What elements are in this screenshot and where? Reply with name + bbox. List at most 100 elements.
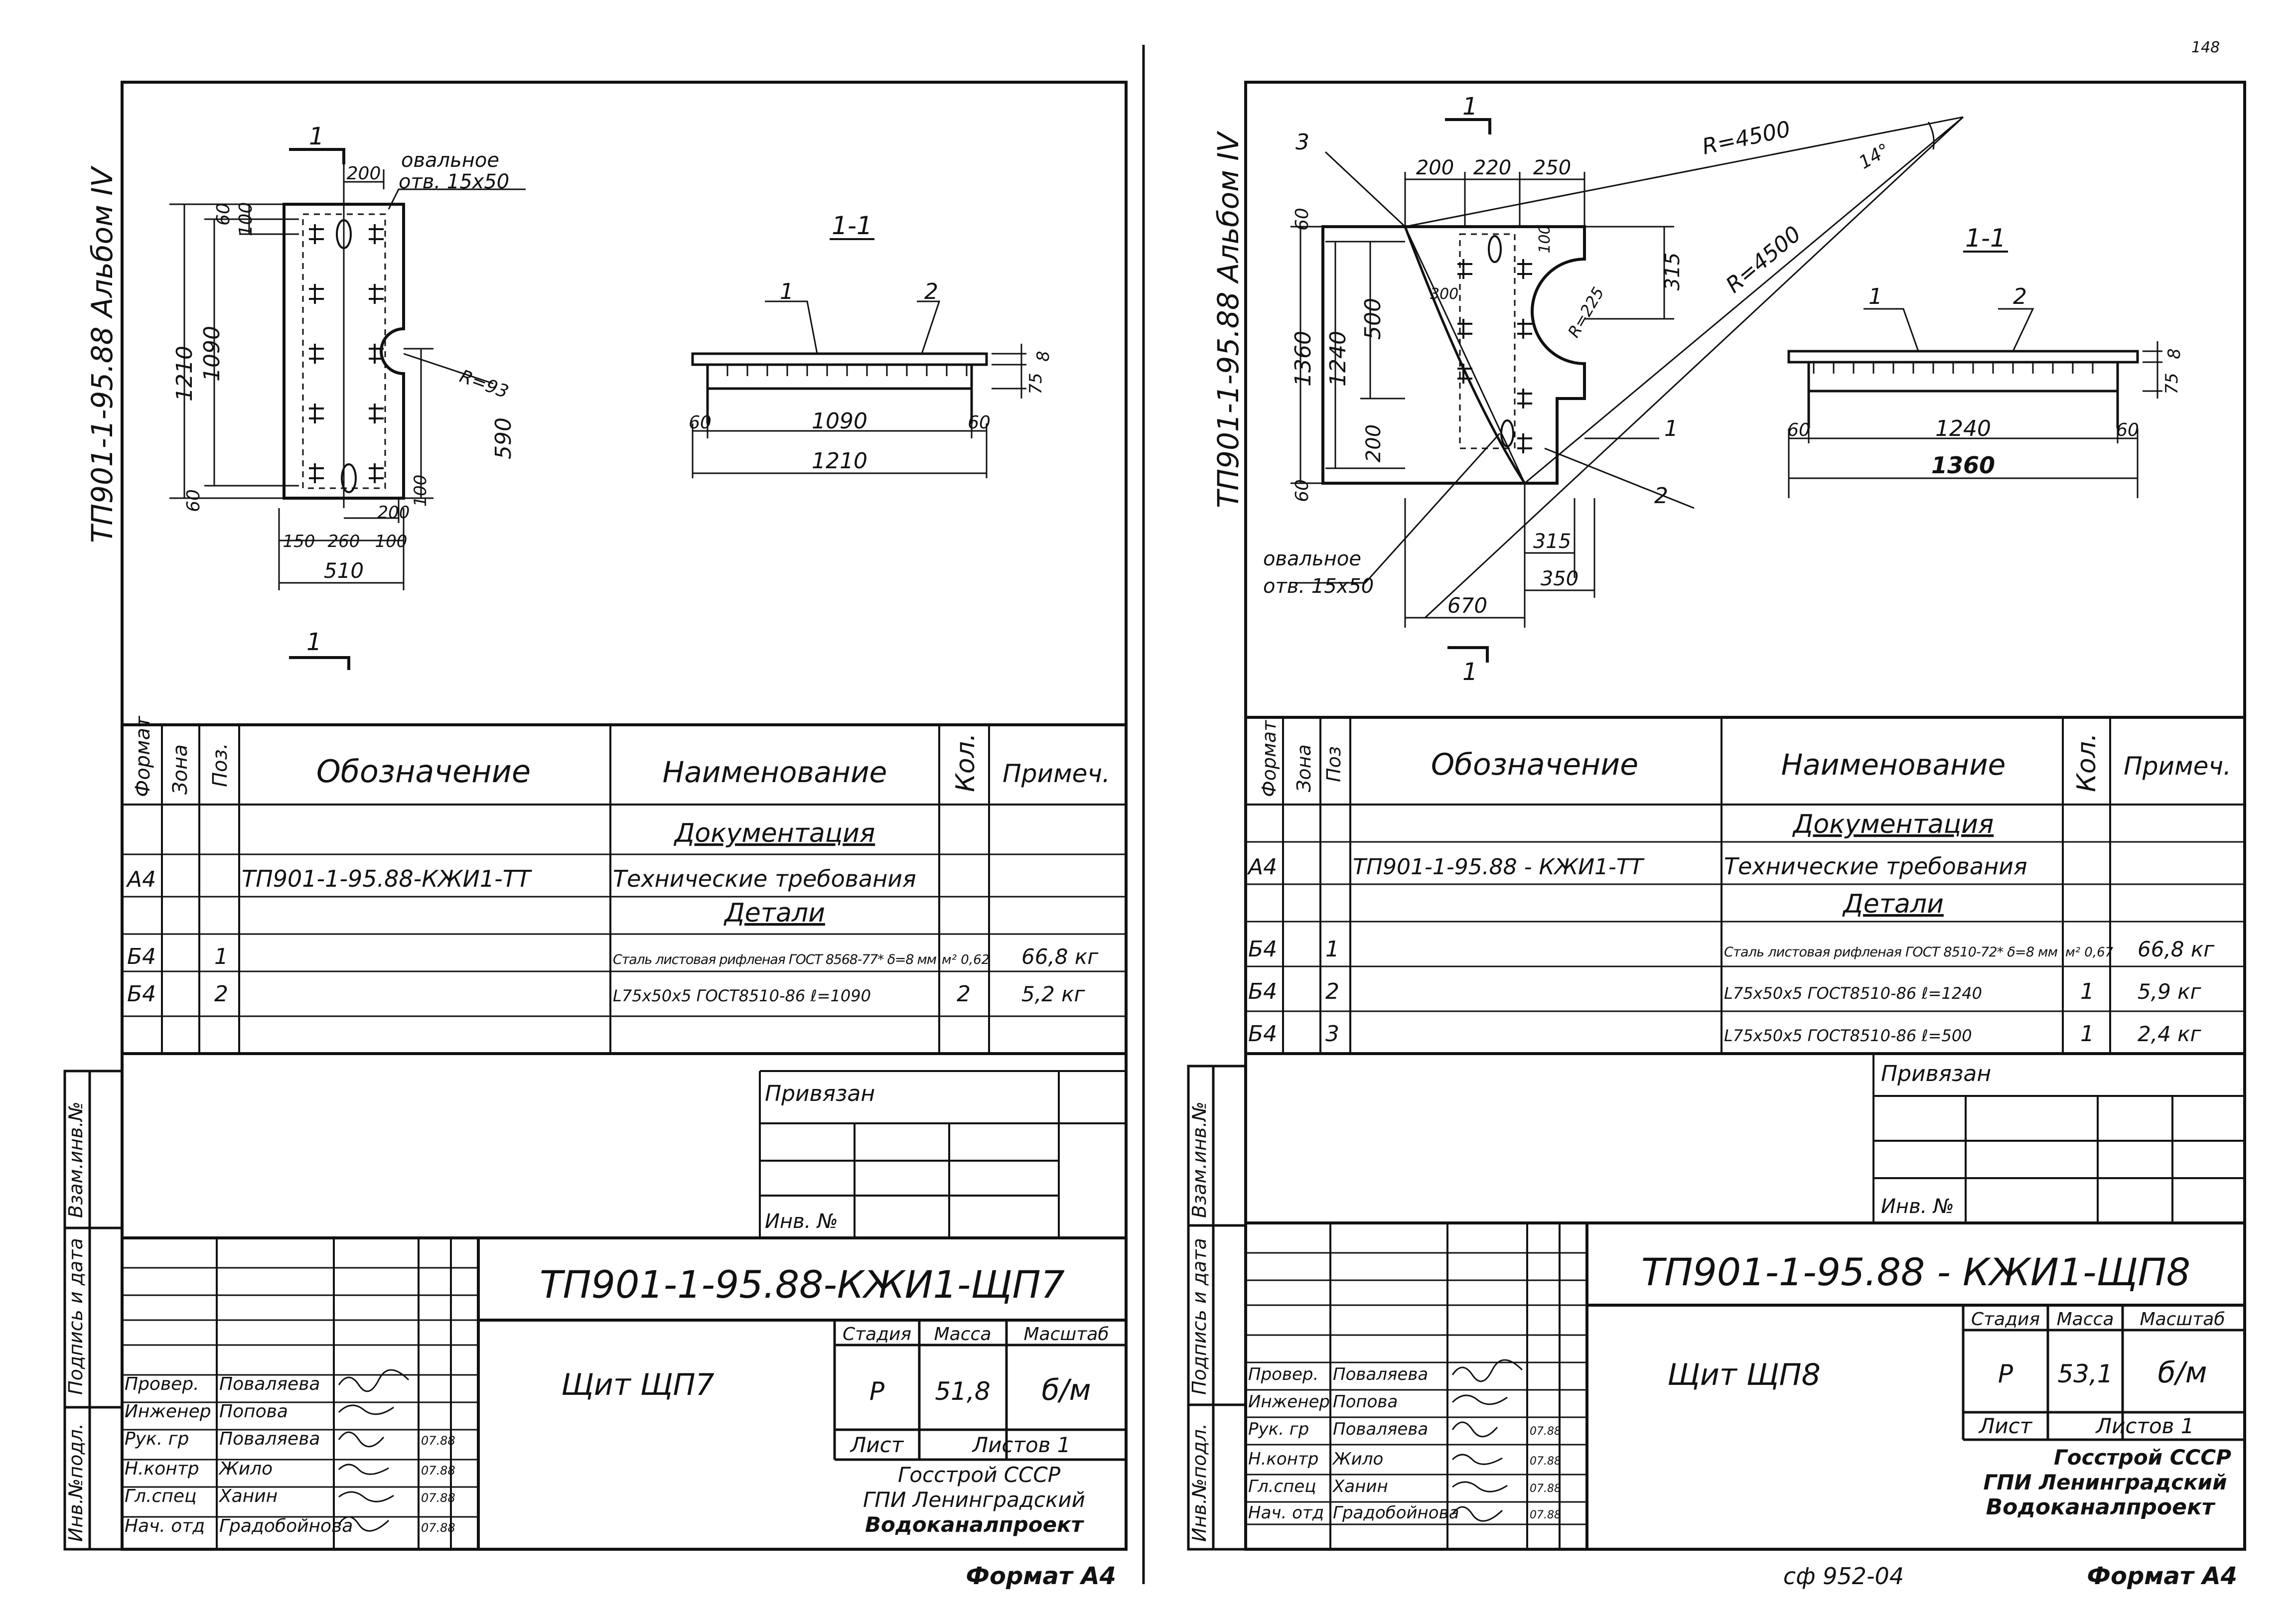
row-2-name-right: Сталь листовая рифленая ГОСТ 8510-72* δ=…: [1724, 944, 2058, 960]
sheet-label: Лист: [850, 1433, 904, 1457]
oval-hole-bottom: [341, 463, 357, 493]
row-2-note-right: 66,8 кг: [2138, 937, 2215, 961]
name-checked-right: Поваляева: [1333, 1364, 1428, 1384]
section-mark-top: [289, 148, 345, 164]
drawing-code: ТП901-1-95.88-КЖИ1-ЩП7: [540, 1262, 1065, 1307]
row-4-qty-right: 1: [2080, 1021, 2094, 1047]
row-4-pos-right: 3: [1325, 1021, 1339, 1047]
role-dept-head: Нач. отд: [125, 1516, 205, 1536]
dim-220: 220: [1473, 156, 1511, 179]
inv-label-right: Инв. №: [1881, 1195, 1954, 1218]
role-norm-control-right: Н.контр: [1248, 1449, 1318, 1469]
sheet-code: сф 952-04: [1783, 1563, 1904, 1590]
oval-hole-size-right: отв. 15х50: [1263, 575, 1374, 598]
scale-value-right: б/м: [2157, 1355, 2207, 1389]
cut-arc: [1404, 226, 1526, 484]
name-group-lead-right: Поваляева: [1333, 1419, 1428, 1439]
org-line-2-right: ГПИ Ленинградский: [1983, 1470, 2227, 1494]
row-2-note: 66,8 кг: [1021, 944, 1099, 969]
section-documentation: Документация: [674, 818, 875, 848]
dim-1360: 1360: [1291, 331, 1316, 387]
section-dim-1240: 1240: [1935, 416, 1991, 441]
callout-3: 3: [1295, 130, 1309, 155]
section-mark-bottom-right: [1447, 646, 1489, 663]
section-mark-bottom-right-label: 1: [1462, 658, 1478, 686]
plan-dimensions: [169, 169, 526, 590]
name-norm-control: Жило: [218, 1459, 273, 1479]
dim-260: 260: [328, 532, 360, 551]
side-label-original-right: Инв.№подл.: [1188, 1423, 1210, 1542]
drawing-code-right: ТП901-1-95.88 - КЖИ1-ЩП8: [1641, 1250, 2190, 1294]
mass-value: 51,8: [935, 1377, 990, 1406]
role-checked-right: Провер.: [1248, 1364, 1318, 1384]
format-label: Формат А4: [966, 1562, 1116, 1590]
section-title-right: 1-1: [1965, 224, 2006, 253]
header-format: Формат: [132, 715, 154, 797]
side-label-signature: Подпись и дата: [65, 1238, 87, 1395]
row-2-qty: м² 0,62: [942, 952, 990, 967]
section-dim-1210: 1210: [812, 448, 867, 474]
dim-60-bottom: 60: [183, 489, 204, 512]
oval-hole-top: [336, 219, 352, 249]
org-line-2: ГПИ Ленинградский: [863, 1487, 1085, 1512]
dim-200-bottom: 200: [378, 503, 410, 523]
section-dim-60-right: 60: [968, 412, 991, 433]
role-dept-head-right: Нач. отд: [1248, 1503, 1324, 1523]
approval-rows: Провер. Поваляева Инженер Попова Рук. гр…: [125, 1374, 455, 1536]
header-designation: Обозначение: [316, 753, 531, 790]
scale-value: б/м: [1041, 1373, 1091, 1407]
section-dim-1360: 1360: [1931, 452, 1995, 479]
oval-hole-label-right: овальное: [1263, 547, 1361, 570]
role-chief-specialist-right: Гл.спец: [1248, 1477, 1316, 1496]
callout-2-leader: [1544, 447, 1695, 509]
section-dimension-lines-right: [1788, 308, 2162, 498]
callout-3-leader: [1324, 151, 1406, 228]
inv-label: Инв. №: [765, 1210, 838, 1233]
tread-pattern: [309, 224, 384, 483]
header-zone: Зона: [169, 744, 192, 795]
row-4-note-right: 2,4 кг: [2138, 1022, 2202, 1046]
approval-rows-right: Провер. Поваляева Инженер Попова Рук. гр…: [1248, 1364, 1561, 1523]
section-dim-1090: 1090: [812, 408, 867, 434]
construction-lines: [1404, 116, 1964, 619]
row-4-format-right: Б4: [1248, 1021, 1277, 1047]
oval-leader: [388, 188, 526, 210]
row-3-pos: 2: [214, 981, 228, 1007]
header-format-right: Формат: [1258, 719, 1280, 797]
section-dim-75-right: 75: [2162, 373, 2182, 394]
dim-100-bottom: 100: [375, 532, 408, 551]
header-pos: Поз.: [209, 743, 232, 787]
dim-510: 510: [324, 558, 364, 583]
radius-label: R=93: [457, 366, 511, 403]
spec-table-left: Формат Зона Поз. Обозначение Наименовани…: [122, 715, 1126, 1055]
row-2-pos-right: 1: [1325, 937, 1339, 962]
side-label-original: Инв.№подл.: [65, 1423, 87, 1542]
section-callout-2: 2: [924, 279, 938, 304]
mass-header-right: Масса: [2057, 1309, 2114, 1330]
scale-header: Масштаб: [1023, 1324, 1109, 1345]
section-dim-8: 8: [1033, 351, 1053, 362]
role-group-lead: Рук. гр: [125, 1429, 189, 1449]
stage-value-right: Р: [1998, 1359, 2013, 1388]
name-chief-specialist: Ханин: [218, 1486, 278, 1506]
row-1-designation: ТП901-1-95.88-КЖИ1-ТТ: [242, 865, 533, 892]
row-1-designation-right: ТП901-1-95.88 - КЖИ1-ТТ: [1353, 854, 1645, 880]
header-name: Наименование: [663, 755, 887, 789]
section-dim-8-right: 8: [2164, 348, 2184, 359]
section-mark-bottom: [289, 656, 350, 670]
stage-value: Р: [869, 1377, 885, 1406]
section-dim-75: 75: [1026, 373, 1046, 394]
name-group-lead: Поваляева: [219, 1429, 320, 1449]
header-name-right: Наименование: [1781, 748, 2006, 782]
dim-1090: 1090: [199, 326, 225, 382]
row-3-qty: 2: [957, 981, 971, 1007]
section-view-right: 1-1 1 2 60 1240 60 1360 8 75: [1787, 224, 2184, 498]
header-zone-right: Зона: [1293, 744, 1315, 792]
org-line-3: Водоканалпроект: [865, 1512, 1085, 1537]
dim-1240: 1240: [1325, 331, 1351, 387]
row-2-pos: 1: [214, 944, 228, 969]
signatures-left: [338, 1369, 410, 1532]
mass-header: Масса: [934, 1324, 992, 1345]
sheet-right-frame: [1244, 81, 2246, 1551]
angle-14: 14°: [1856, 139, 1893, 173]
